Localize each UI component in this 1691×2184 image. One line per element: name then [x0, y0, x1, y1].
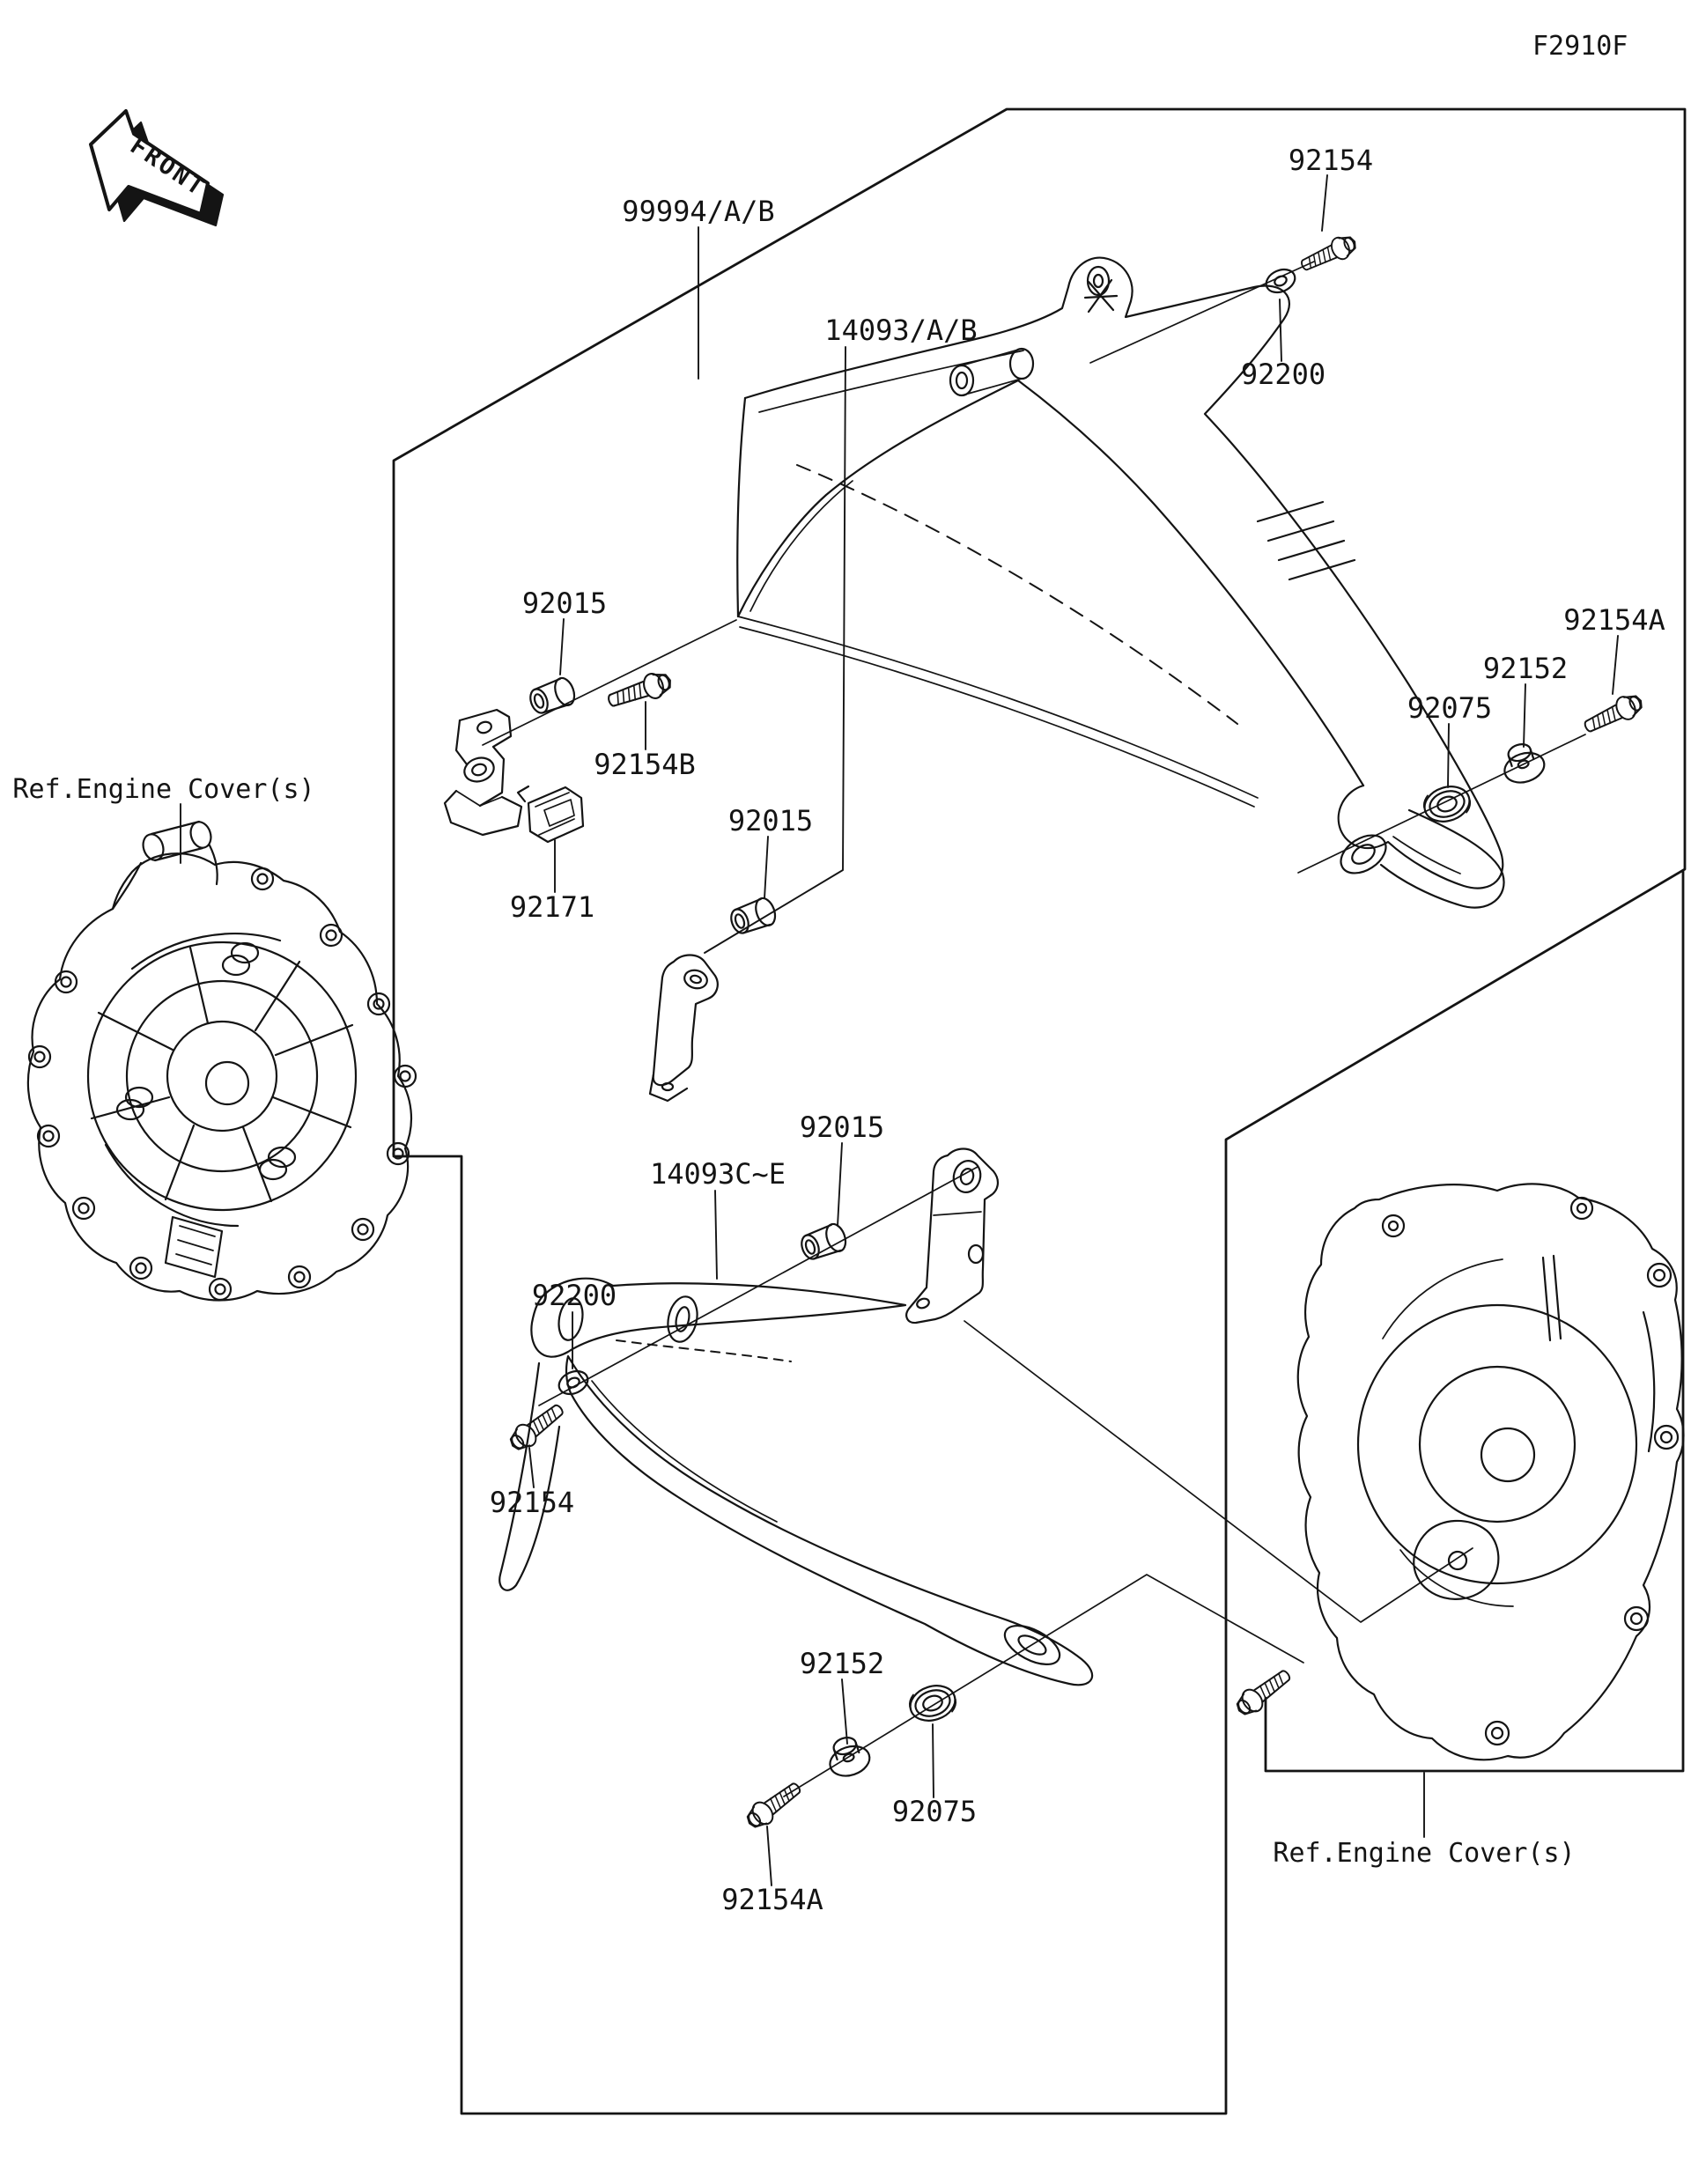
label-92200-top: 92200 [1241, 358, 1325, 391]
label-92200-lower: 92200 [532, 1279, 617, 1312]
label-ref-left: Ref.Engine Cover(s) [12, 774, 314, 805]
label-92154A-lower: 92154A [721, 1883, 823, 1916]
assembly-axis-lines [482, 261, 1586, 1797]
upper-bracket [443, 708, 523, 837]
left-cover-ribs [90, 933, 354, 1228]
right-cover-bolt-bosses [1381, 1196, 1680, 1746]
front-arrow-face [89, 109, 210, 216]
bolt-92154-top [1296, 230, 1361, 277]
figure-code: F2910F [1532, 31, 1628, 62]
label-92171: 92171 [510, 890, 594, 924]
label-92015-lower: 92015 [800, 1110, 884, 1144]
mid-bracket [648, 954, 719, 1103]
label-92154-top: 92154 [1289, 144, 1373, 177]
label-92075-top: 92075 [1407, 691, 1492, 725]
vent-slots [1256, 500, 1356, 581]
label-92152-lower: 92152 [800, 1647, 884, 1680]
bolt-92154B [604, 667, 676, 714]
left-cover-bolt-bosses [27, 867, 417, 1302]
label-92154-lower: 92154 [490, 1486, 574, 1519]
collar-92015-upper [525, 674, 580, 719]
label-14093ab: 14093/A/B [824, 314, 977, 347]
grommet-92075-top [1419, 779, 1475, 829]
bolt-92154A-top [1579, 689, 1647, 740]
label-92152-top: 92152 [1483, 652, 1568, 685]
label-92075-lower: 92075 [892, 1795, 977, 1828]
collar-92015-lower [796, 1220, 851, 1265]
upper-cover-mount-tube [949, 347, 1035, 397]
right-cover-detail-lines [1541, 1254, 1656, 1453]
leader-lines [180, 174, 1619, 1886]
label-ref-right: Ref.Engine Cover(s) [1273, 1838, 1575, 1869]
left-cover-top-tab [111, 820, 218, 911]
clip-92171 [516, 785, 585, 844]
front-arrow: FRONT [89, 109, 225, 227]
lower-bracket [905, 1147, 999, 1324]
left-cover-mount-bosses [115, 941, 297, 1181]
part-labels: 99994/A/B 14093/A/B 92154 92200 92015 92… [12, 144, 1665, 1916]
right-engine-cover [1296, 1183, 1685, 1761]
bolt-92154A-lower [741, 1775, 807, 1834]
label-99994ab: 99994/A/B [622, 195, 774, 228]
hardware [504, 230, 1647, 1834]
main-kit-box [392, 107, 1687, 2115]
upper-cover-assembly [736, 256, 1505, 909]
washer-92200-top [1261, 264, 1300, 298]
lower-cover-stay [498, 1277, 1094, 1686]
collar-92015-mid [726, 894, 780, 939]
right-cover-foot-boss [1413, 1519, 1500, 1600]
label-14093ce: 14093C~E [650, 1157, 786, 1191]
label-92015-upper: 92015 [522, 587, 607, 620]
label-92154A-top: 92154A [1563, 603, 1665, 637]
label-92015-mid: 92015 [728, 804, 813, 837]
left-engine-cover [26, 820, 417, 1302]
upper-cover-tab-hole [1086, 265, 1111, 297]
scuff-marks [1083, 278, 1119, 314]
kit-boundary-boxes [392, 107, 1687, 2115]
upper-cover-tail [1340, 808, 1505, 909]
right-ref-box [1264, 869, 1685, 1773]
bolt-right-ref [1230, 1663, 1296, 1722]
left-cover-plug [164, 1215, 224, 1279]
label-92154B: 92154B [594, 748, 696, 781]
grommet-92075-lower [905, 1679, 961, 1728]
